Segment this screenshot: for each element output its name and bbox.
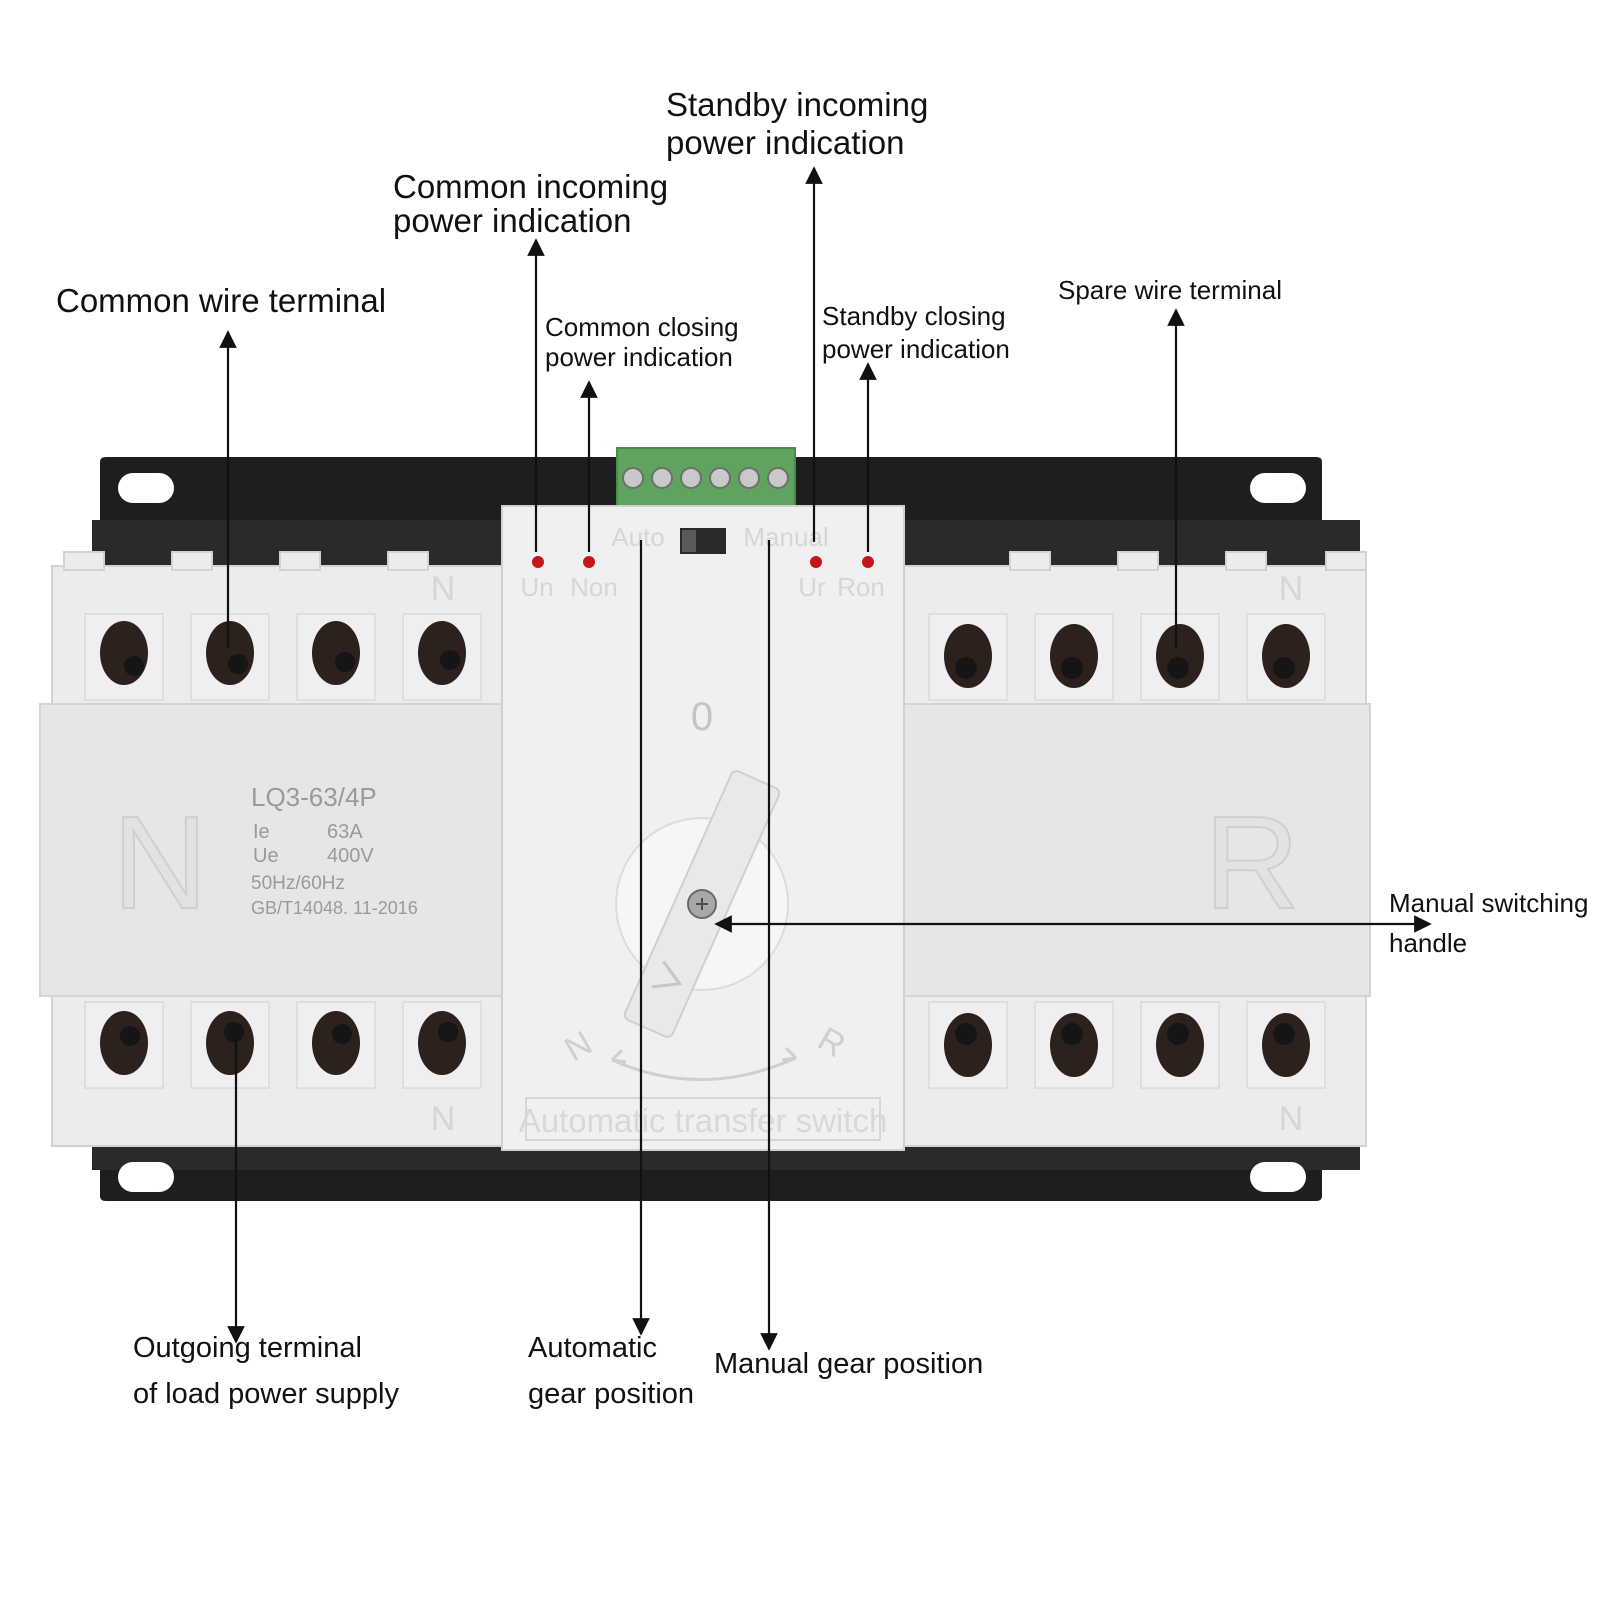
right-top-terminals — [928, 613, 1326, 701]
wire-terminal — [84, 613, 164, 701]
mode-selector-switch — [680, 528, 726, 554]
pole-mark-top-left: N — [431, 570, 456, 608]
wire-terminal — [402, 1001, 482, 1089]
right-bottom-terminals — [928, 1001, 1326, 1089]
dial-direction-arc — [611, 1056, 797, 1081]
callout-line: power indication — [393, 202, 631, 239]
callout-line: Common closing — [545, 312, 739, 342]
model-label: LQ3-63/4P — [251, 782, 377, 812]
rating-ue-value: 400V — [327, 845, 374, 867]
callout-auto-gear: Automatic gear position — [528, 1332, 694, 1410]
callout-common-incoming: Common incoming power indication — [393, 168, 677, 239]
pole-mark-top-right: N — [1279, 570, 1304, 608]
callout-line: Manual switching — [1389, 888, 1588, 918]
right-module-r: R N N — [899, 551, 1371, 1147]
transfer-switch-illustration: N LQ3-63/4P Ie 63A Ue 400V 50Hz/60Hz GB/… — [39, 447, 1371, 1201]
callout-line: Common wire terminal — [56, 282, 386, 319]
callout-line: handle — [1389, 928, 1467, 958]
wire-terminal — [1246, 613, 1326, 701]
frequency-label: 50Hz/60Hz — [251, 873, 345, 894]
wire-terminal — [190, 1001, 270, 1089]
pole-mark-bottom-right: N — [1279, 1100, 1304, 1138]
right-top-tabs — [1009, 551, 1367, 571]
mode-auto-label: Auto — [611, 522, 665, 552]
left-top-tabs — [63, 551, 429, 571]
callout-common-wire: Common wire terminal — [56, 282, 386, 319]
control-terminal-block — [616, 447, 796, 507]
terminal-block-screws — [622, 467, 789, 489]
wire-terminal — [928, 613, 1008, 701]
callout-line: gear position — [528, 1378, 694, 1410]
callout-line: Common incoming — [393, 168, 668, 205]
mode-manual-label: Manual — [743, 522, 828, 552]
mounting-slot-bottom-right — [1250, 1162, 1306, 1192]
callout-line: of load power supply — [133, 1378, 399, 1410]
callout-line: Standby incoming — [666, 86, 928, 123]
left-module-n: N LQ3-63/4P Ie 63A Ue 400V 50Hz/60Hz GB/… — [39, 551, 505, 1147]
side-letter-right: R — [1204, 789, 1299, 936]
callout-line: Manual gear position — [714, 1348, 983, 1380]
central-control-module: Auto Manual Un Non Ur Ron 0 — [501, 505, 905, 1151]
callout-line: power indication — [545, 342, 733, 372]
front-title-frame — [525, 1097, 881, 1141]
led-non — [583, 556, 595, 568]
pole-mark-bottom-left: N — [431, 1100, 456, 1138]
callout-spare-wire: Spare wire terminal — [1058, 275, 1282, 305]
wire-terminal — [1140, 1001, 1220, 1089]
standard-label: GB/T14048. 11-2016 — [251, 898, 418, 918]
indicator-label-ron: Ron — [837, 572, 885, 602]
wire-terminal — [84, 1001, 164, 1089]
callout-common-closing: Common closing power indication — [545, 312, 746, 372]
callout-labels: Standby incoming power indication Common… — [56, 86, 1596, 1410]
wire-terminal — [296, 1001, 376, 1089]
callout-manual-gear: Manual gear position — [714, 1348, 983, 1380]
indicator-label-un: Un — [520, 572, 553, 602]
callout-line: power indication — [666, 124, 904, 161]
left-bottom-terminals — [84, 1001, 482, 1089]
wire-terminal — [928, 1001, 1008, 1089]
callout-standby-incoming: Standby incoming power indication — [666, 86, 938, 161]
wire-terminal — [1034, 1001, 1114, 1089]
rating-ue-label: Ue — [253, 845, 279, 867]
callout-line: power indication — [822, 334, 1010, 364]
callout-manual-handle: Manual switching handle — [1389, 888, 1596, 958]
led-ur — [810, 556, 822, 568]
callout-line: Standby closing — [822, 301, 1006, 331]
callout-line: Outgoing terminal — [133, 1332, 362, 1364]
callout-outgoing: Outgoing terminal of load power supply — [133, 1332, 399, 1410]
indicator-label-non: Non — [570, 572, 618, 602]
mounting-slot-top-right — [1250, 473, 1306, 503]
led-ron — [862, 556, 874, 568]
wire-terminal — [190, 613, 270, 701]
led-un — [532, 556, 544, 568]
left-top-terminals — [84, 613, 482, 701]
callout-leaders — [219, 166, 1432, 1351]
front-title: Automatic transfer switch — [519, 1102, 888, 1139]
rating-ie-label: Ie — [253, 821, 270, 843]
side-letter-left: N — [112, 789, 207, 936]
wire-terminal — [296, 613, 376, 701]
mounting-slot-bottom-left — [118, 1162, 174, 1192]
dial-zero-mark: 0 — [691, 695, 713, 739]
wire-terminal — [1246, 1001, 1326, 1089]
wire-terminal — [1034, 613, 1114, 701]
rating-ie-value: 63A — [327, 821, 363, 843]
wire-terminal — [1140, 613, 1220, 701]
mounting-slot-top-left — [118, 473, 174, 503]
rotary-dial — [615, 770, 789, 1038]
wire-terminal — [402, 613, 482, 701]
callout-line: Spare wire terminal — [1058, 275, 1282, 305]
callout-line: Automatic — [528, 1332, 657, 1364]
callout-standby-closing: Standby closing power indication — [822, 301, 1013, 364]
indicator-label-ur: Ur — [798, 572, 826, 602]
